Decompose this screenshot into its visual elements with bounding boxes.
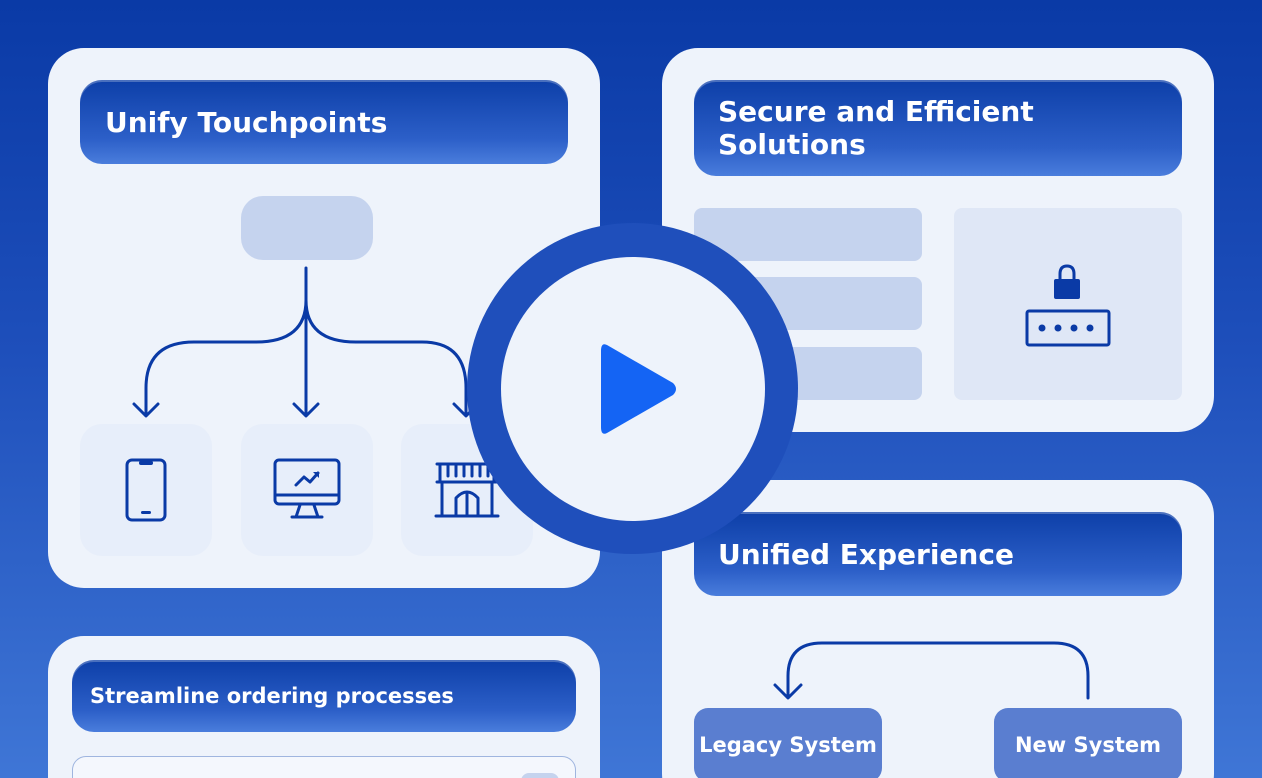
curved-arrow-icon xyxy=(773,641,1090,700)
source-placeholder xyxy=(241,196,373,260)
secure-solutions-title: Secure and Efficient Solutions xyxy=(718,95,1034,161)
touchpoint-tile-mobile xyxy=(80,424,212,556)
branch-arrows xyxy=(132,266,480,418)
streamline-ordering-title-banner: Streamline ordering processes xyxy=(72,660,576,732)
unified-experience-title-banner: Unified Experience xyxy=(694,512,1182,596)
play-icon xyxy=(600,343,676,434)
play-video-button[interactable] xyxy=(467,223,798,554)
secure-solutions-card: Secure and Efficient Solutions xyxy=(662,48,1214,432)
new-system-label: New System xyxy=(1014,733,1161,757)
legacy-system-label: Legacy System xyxy=(699,733,877,757)
monitor-chart-icon xyxy=(273,458,341,519)
placeholder-bar-1 xyxy=(694,208,922,261)
touchpoint-tile-desktop xyxy=(241,424,373,556)
mobile-phone-icon xyxy=(125,458,167,522)
streamline-ordering-card: Streamline ordering processes xyxy=(48,636,600,778)
unify-touchpoints-title-banner: Unify Touchpoints xyxy=(80,80,568,164)
new-system-button[interactable]: New System xyxy=(994,708,1182,778)
secure-solutions-title-banner: Secure and Efficient Solutions xyxy=(694,80,1182,176)
unify-touchpoints-title: Unify Touchpoints xyxy=(105,105,388,139)
password-panel xyxy=(954,208,1182,400)
play-button-inner xyxy=(500,256,765,521)
lock-password-icon xyxy=(1025,264,1111,347)
unified-experience-card: Unified Experience Legacy System New Sys… xyxy=(662,480,1214,778)
order-field[interactable] xyxy=(72,756,576,778)
legacy-system-button[interactable]: Legacy System xyxy=(694,708,882,778)
streamline-ordering-title: Streamline ordering processes xyxy=(90,684,454,708)
order-field-button[interactable] xyxy=(521,773,559,778)
unified-experience-title: Unified Experience xyxy=(718,537,1014,571)
